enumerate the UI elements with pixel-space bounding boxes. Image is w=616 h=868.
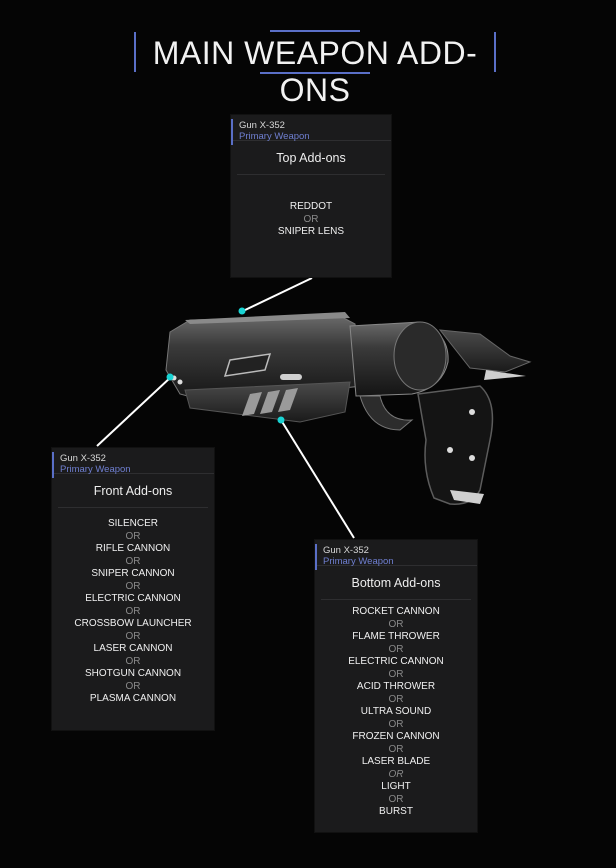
panel-top-addons: Gun X-352 Primary Weapon Top Add-ons RED… (231, 115, 391, 277)
addon-list: ROCKET CANNON OR FLAME THROWER OR ELECTR… (315, 600, 477, 819)
addon-item: ELECTRIC CANNON (85, 593, 181, 604)
title-frame-left-bar (134, 32, 136, 72)
or-separator: OR (388, 668, 404, 680)
title-frame-bottom-line (260, 72, 370, 74)
panel-header: Gun X-352 Primary Weapon (315, 540, 477, 570)
or-separator: OR (388, 793, 404, 805)
gun-grip-screw-2 (447, 447, 453, 453)
panel-bottom-addons: Gun X-352 Primary Weapon Bottom Add-ons … (315, 540, 477, 832)
or-separator: OR (125, 530, 141, 542)
addon-item: ULTRA SOUND (360, 706, 432, 717)
connector-top (242, 277, 313, 312)
panel-gun-name: Gun X-352 (60, 453, 106, 464)
gun-hammer (438, 329, 532, 373)
addon-item: LIGHT (381, 781, 411, 792)
title-frame-right-bar (494, 32, 496, 72)
panel-front-addons: Gun X-352 Primary Weapon Front Add-ons S… (52, 448, 214, 730)
or-separator: OR (388, 768, 404, 780)
gun-cylinder-face (393, 321, 447, 391)
gun-illustration (165, 312, 532, 505)
or-separator: OR (125, 680, 141, 692)
addon-item: BURST (379, 806, 413, 817)
anchor-dot-front (166, 373, 174, 381)
page-title-frame: MAIN WEAPON ADD-ONS (134, 30, 496, 108)
addon-item: FROZEN CANNON (352, 731, 440, 742)
or-separator: OR (388, 718, 404, 730)
gun-grip-base (450, 490, 484, 504)
addon-item: SNIPER CANNON (91, 568, 175, 579)
gun-grip-screw-1 (469, 409, 475, 415)
or-separator: OR (388, 643, 404, 655)
panel-gun-role: Primary Weapon (323, 556, 394, 567)
panel-title: Front Add-ons (58, 474, 208, 508)
connector-front (96, 376, 172, 447)
connector-bottom (280, 419, 355, 539)
addon-item: SILENCER (107, 518, 158, 529)
addon-item: RIFLE CANNON (95, 543, 171, 554)
or-separator: OR (125, 555, 141, 567)
gun-front-dot-2 (177, 379, 183, 385)
addon-item: SHOTGUN CANNON (84, 668, 182, 679)
addon-item: ELECTRIC CANNON (348, 656, 444, 667)
gun-trigger-guard (359, 395, 414, 431)
panel-header: Gun X-352 Primary Weapon (231, 115, 391, 145)
or-separator: OR (388, 743, 404, 755)
addon-item: LASER CANNON (93, 643, 173, 654)
or-separator: OR (125, 605, 141, 617)
panel-title: Bottom Add-ons (321, 566, 471, 600)
or-separator: OR (388, 693, 404, 705)
title-frame-top-line (270, 30, 360, 32)
gun-vent-3 (278, 388, 298, 412)
addon-item: FLAME THROWER (352, 631, 440, 642)
panel-gun-role: Primary Weapon (60, 464, 131, 475)
addon-item: ACID THROWER (356, 681, 436, 692)
gun-rear-blade (484, 370, 526, 380)
or-separator: OR (388, 618, 404, 630)
panel-title: Top Add-ons (237, 141, 385, 175)
addon-item: LASER BLADE (361, 756, 431, 767)
or-separator: OR (303, 213, 319, 225)
addon-item: SNIPER LENS (277, 226, 345, 237)
or-separator: OR (125, 630, 141, 642)
addon-item: ROCKET CANNON (352, 606, 440, 617)
addon-item: PLASMA CANNON (89, 693, 177, 704)
addon-list: SILENCER OR RIFLE CANNON OR SNIPER CANNO… (52, 508, 214, 706)
or-separator: OR (125, 655, 141, 667)
panel-gun-name: Gun X-352 (239, 120, 285, 131)
panel-gun-name: Gun X-352 (323, 545, 369, 556)
gun-top-rail (185, 312, 350, 324)
addon-list: REDDOT OR SNIPER LENS (231, 175, 391, 239)
panel-gun-role: Primary Weapon (239, 131, 310, 142)
or-separator: OR (125, 580, 141, 592)
anchor-dot-top (238, 307, 246, 315)
gun-emblem (223, 353, 272, 377)
anchor-dot-bottom (277, 416, 285, 424)
panel-header: Gun X-352 Primary Weapon (52, 448, 214, 478)
page-title: MAIN WEAPON ADD-ONS (152, 35, 478, 108)
gun-vent-2 (260, 390, 280, 414)
gun-side-slot (280, 374, 302, 380)
gun-vent-1 (242, 392, 262, 416)
addon-item: REDDOT (289, 201, 333, 212)
gun-grip-screw-3 (469, 455, 475, 461)
addon-item: CROSSBOW LAUNCHER (74, 618, 192, 629)
